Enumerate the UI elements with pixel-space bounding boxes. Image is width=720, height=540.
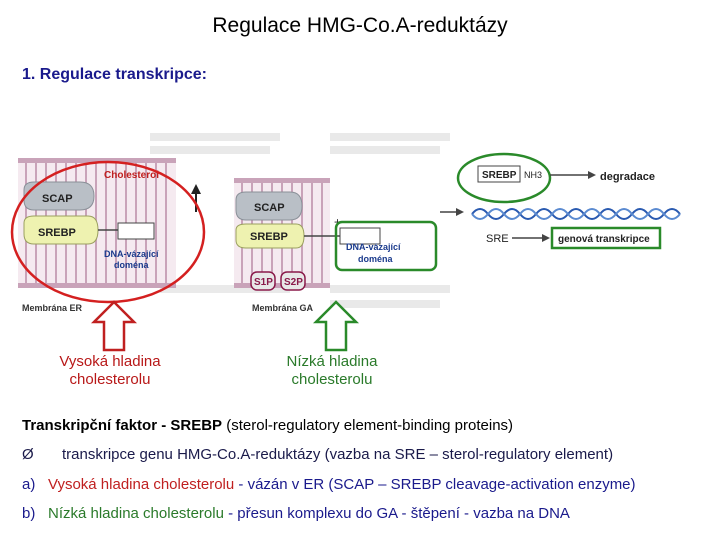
point-b-rest: - přesun komplexu do GA - štěpení - vazb… — [223, 505, 570, 522]
low-cholesterol-up-arrow — [312, 300, 360, 352]
tf-bold-text: Transkripční faktor - SREBP — [22, 417, 223, 434]
low-cholesterol-marker-box — [334, 220, 438, 272]
er-srebp-label: SREBP — [38, 227, 76, 239]
s2p-protease — [280, 271, 306, 291]
high-cholesterol-label: Vysoká hladina cholesterolu — [40, 353, 180, 389]
high-cholesterol-up-arrow — [90, 300, 138, 352]
high-cholesterol-marker — [10, 160, 206, 304]
membrane-er-label: Membrána ER — [22, 303, 83, 313]
ga-scap-label: SCAP — [254, 202, 285, 214]
s1p-protease — [250, 271, 276, 291]
point-a-highlight: Vysoká hladina cholesterolu — [48, 476, 235, 493]
srebp-nh3-marker — [456, 152, 552, 204]
sre-label: SRE — [486, 233, 509, 245]
er-scap-label: SCAP — [42, 193, 73, 205]
low-cholesterol-label: Nízká hladina cholesterolu — [262, 353, 402, 389]
ga-dna-domain-label-1: DNA-vázající — [346, 242, 401, 252]
nh3-label: NH3 — [524, 170, 542, 180]
srebp-fragment-box — [477, 165, 521, 183]
point-a-line: a) Vysoká hladina cholesterolu - vázán v … — [22, 476, 636, 493]
transport-arrow — [440, 208, 464, 216]
page-title: Regulace HMG-Co.A-reduktázy — [212, 14, 508, 37]
tf-rest-text: (sterol-regulatory element-binding prote… — [222, 417, 514, 434]
point-a-marker: a) — [22, 476, 36, 493]
high-cholesterol-line-2: cholesterolu — [69, 371, 151, 388]
bullet-arrow-icon: Ø — [22, 446, 34, 463]
s2p-label: S2P — [284, 277, 303, 288]
background-text-blocks — [150, 133, 450, 308]
transcription-factor-line: Transkripční faktor - SREBP (sterol-regu… — [22, 417, 513, 434]
er-srebp-shape — [23, 215, 155, 245]
degradation-arrow — [550, 171, 596, 179]
degradation-label: degradace — [600, 171, 655, 183]
membrane-ga-label: Membrána GA — [252, 303, 314, 313]
gene-transcription-box — [550, 226, 662, 250]
point-b-highlight: Nízká hladina cholesterolu — [48, 505, 224, 522]
point-a-rest: - vázán v ER (SCAP – SREBP cleavage-acti… — [234, 476, 636, 493]
er-dna-domain-label-1: DNA-vázající — [104, 249, 159, 259]
section-heading: 1. Regulace transkripce: — [22, 66, 207, 83]
dna-helix — [471, 208, 681, 220]
srebp-pathway-diagram: Cholesterol SCAP SREBP DNA-vázající domé… — [10, 133, 681, 352]
bullet-text: transkripce genu HMG-Co.A-reduktázy (vaz… — [62, 446, 614, 463]
svg-text:+: + — [334, 215, 341, 229]
s1p-label: S1P — [254, 277, 273, 288]
point-b-marker: b) — [22, 505, 36, 522]
cholesterol-label: Cholesterol — [104, 170, 159, 181]
low-cholesterol-line-1: Nízká hladina — [286, 353, 378, 370]
gene-transcription-label: genová transkripce — [558, 234, 650, 245]
er-dna-domain-label-2: doména — [114, 260, 150, 270]
ga-scap-shape — [235, 191, 303, 221]
ga-srebp-shape: + — [235, 215, 381, 249]
ga-srebp-label: SREBP — [250, 231, 288, 243]
ga-dna-domain-label-2: doména — [358, 254, 394, 264]
high-cholesterol-line-1: Vysoká hladina — [59, 353, 161, 370]
low-cholesterol-line-2: cholesterolu — [291, 371, 373, 388]
srebp-fragment-label: SREBP — [482, 170, 517, 181]
er-scap-shape — [23, 181, 95, 211]
transcription-arrow — [512, 234, 550, 242]
point-b-line: b) Nízká hladina cholesterolu - přesun ko… — [22, 505, 570, 522]
